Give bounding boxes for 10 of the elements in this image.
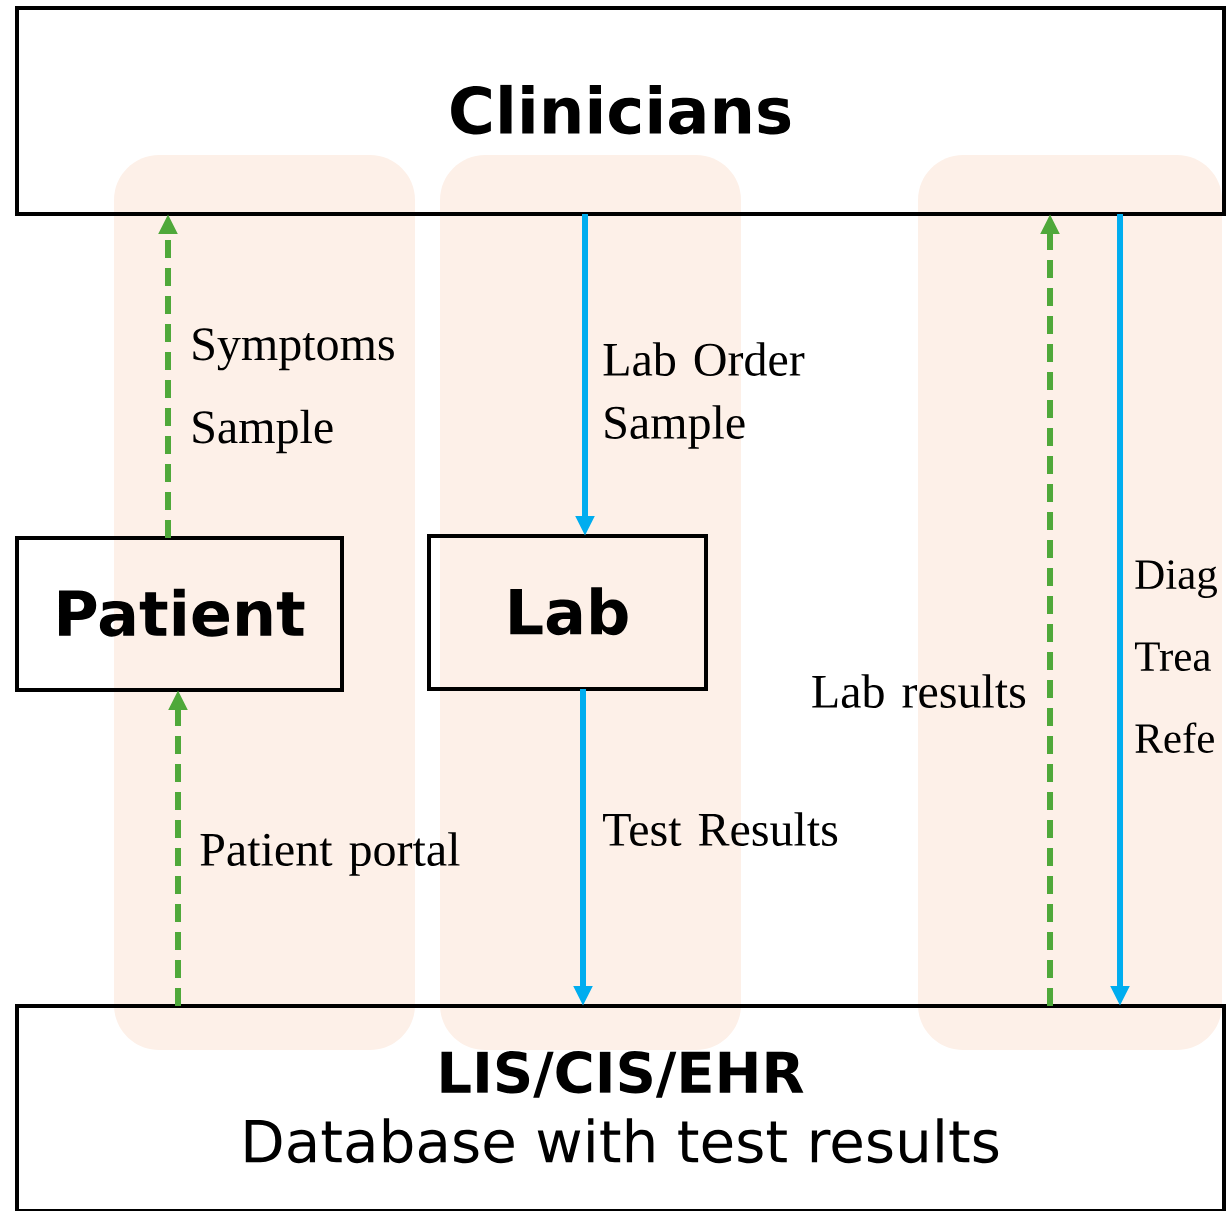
database-box: LIS/CIS/EHR Database with test results xyxy=(15,1004,1226,1211)
edge-label: Test Results xyxy=(603,812,838,846)
edge-label: Symptoms Sample xyxy=(193,328,394,454)
actor-box: Patient xyxy=(15,536,344,692)
actor-box: Clinicians xyxy=(15,6,1226,216)
edge-label: Lab results xyxy=(812,674,1026,708)
edge-label: Diag Trea Refe xyxy=(1135,560,1217,754)
edge-label: Lab Order Sample xyxy=(603,342,805,449)
edge-label: Patient portal xyxy=(200,832,460,876)
actor-box: Lab xyxy=(427,534,708,691)
